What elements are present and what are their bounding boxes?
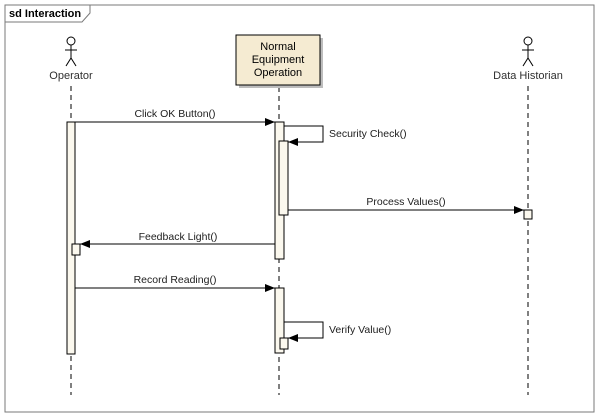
msg-security-check-arrow (284, 125, 324, 146)
operator-actor-icon (65, 36, 77, 67)
msg-verify-value-label: Verify Value() (329, 324, 391, 336)
frame-title: sd Interaction (9, 8, 81, 20)
msg-click-ok-label: Click OK Button() (134, 108, 215, 120)
msg-verify-value-arrow (284, 321, 324, 342)
equipment-name-line-2: Equipment (252, 54, 305, 66)
operator-activation-bar (66, 121, 76, 355)
equipment-name-line-3: Operation (254, 67, 302, 79)
data-historian-name: Data Historian (493, 70, 563, 82)
verify-value-activation (279, 337, 289, 350)
equipment-name-line-1: Normal (260, 41, 295, 53)
security-check-activation (278, 140, 289, 216)
equipment-lifeline-box (235, 34, 321, 86)
frame-label-tab (4, 4, 91, 23)
operator-feedback-activation (71, 243, 81, 256)
data-historian-actor-icon (522, 36, 534, 67)
msg-feedback-light-label: Feedback Light() (139, 231, 218, 243)
historian-activation (523, 209, 533, 220)
msg-security-check-label: Security Check() (329, 128, 407, 140)
operator-name: Operator (49, 70, 93, 82)
equipment-activation-bar-2 (274, 287, 285, 354)
msg-process-values-label: Process Values() (366, 196, 445, 208)
msg-record-reading-label: Record Reading() (134, 274, 217, 286)
